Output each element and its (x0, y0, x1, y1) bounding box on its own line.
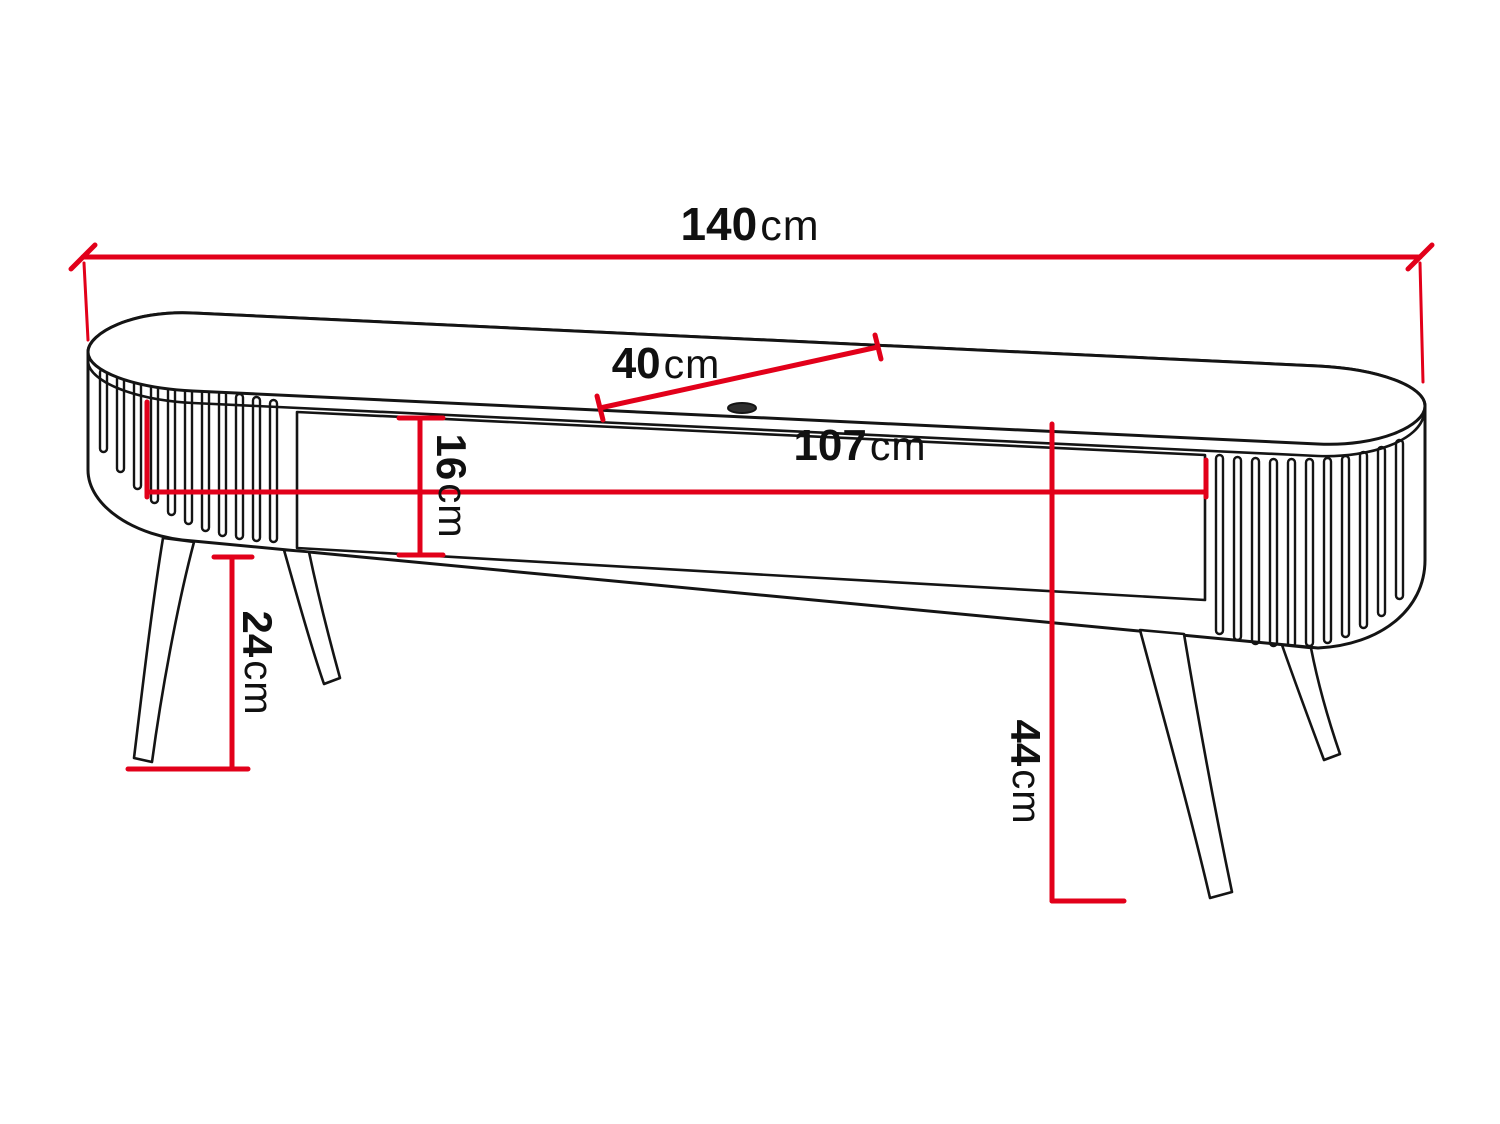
dimension-total-height: 44cm (1003, 421, 1127, 904)
dimension-end-tick (1405, 242, 1435, 272)
legs (132, 536, 1342, 900)
slat (268, 398, 279, 544)
leg-back-left (282, 548, 342, 686)
tv-stand-drawing (86, 311, 1427, 900)
dimension-depth-label: 40cm (612, 339, 721, 388)
slat (1214, 453, 1225, 636)
slat (1250, 456, 1261, 646)
leg-back-right (1280, 643, 1342, 762)
dimension-depth: 40cm (594, 332, 884, 423)
cable-hole (727, 402, 757, 414)
dimension-width-label: 140cm (680, 198, 819, 250)
slat (1232, 455, 1243, 642)
shelf-niche (295, 410, 1207, 602)
dimension-niche-height: 16cm (396, 415, 476, 558)
dimension-inner-width: 107cm (144, 399, 1209, 500)
dimension-leg-height-label: 24cm (235, 610, 282, 715)
slat (1268, 457, 1279, 648)
slat (1376, 445, 1387, 618)
dimension-end-tick (68, 242, 98, 272)
top-rim-edge (86, 360, 1426, 458)
slat (251, 395, 262, 543)
slat (1322, 456, 1333, 645)
table-top (86, 311, 1427, 446)
slat (1304, 457, 1315, 648)
dimension-extension (1418, 261, 1425, 384)
dimension-total-height-label: 44cm (1003, 719, 1050, 824)
dimension-leg-height: 24cm (125, 554, 282, 772)
dimension-width: 140cm (68, 198, 1435, 384)
dimension-extension (82, 261, 90, 342)
dimension-niche-height-label: 16cm (429, 433, 476, 538)
leg-front-right (1138, 628, 1234, 900)
dimension-inner-width-label: 107cm (793, 421, 926, 470)
leg-front-left (132, 536, 196, 764)
dimension-line (597, 344, 881, 411)
dimension-end-tick (594, 393, 606, 423)
dimension-end-tick (872, 332, 884, 362)
